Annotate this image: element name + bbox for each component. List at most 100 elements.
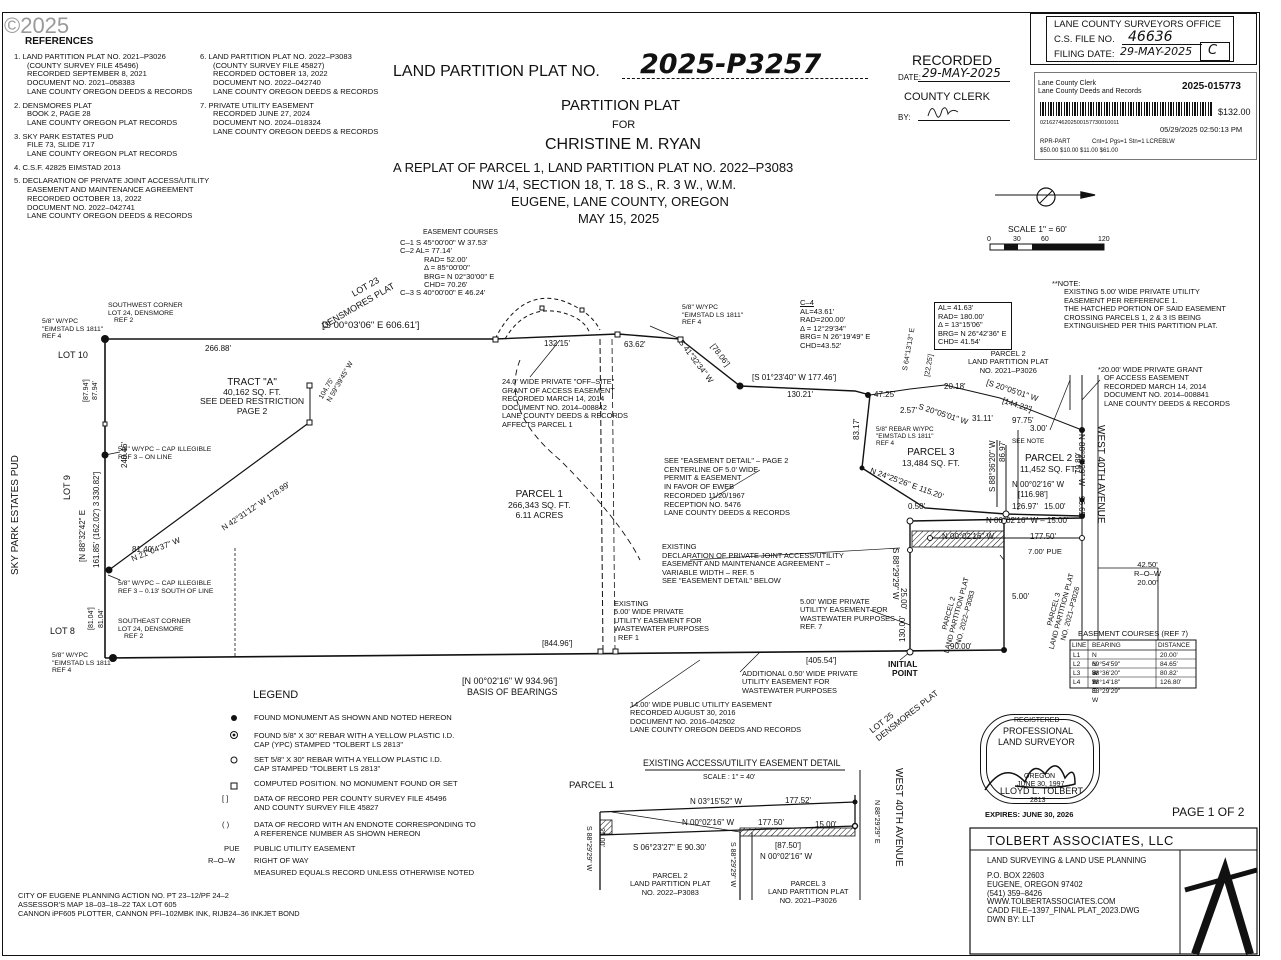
pue-label: 7.00' PUE (1028, 547, 1062, 556)
dim-90: 90.00' (950, 642, 972, 651)
dim-25: 25.00' (899, 588, 908, 610)
firm-subtitle: LAND SURVEYING & LAND USE PLANNING (987, 856, 1147, 865)
sky-park-label: SKY PARK ESTATES PUD (10, 455, 21, 575)
scale-tick-0: 0 (987, 236, 991, 243)
seal-state: OREGON (1024, 773, 1056, 780)
easement-table-heading: EASEMENT COURSES (REF 7) (1078, 629, 1188, 638)
ref-5: 5. DECLARATION OF PRIVATE JOINT ACCESS/U… (14, 176, 210, 221)
dim-top-bearing: [S 00°03'06" E 606.61'] (322, 320, 420, 331)
surveyor-office-box (1030, 13, 1257, 65)
dim-330: 330.82'] (92, 471, 101, 500)
title-line5: NW 1/4, SECTION 18, T. 18 S., R. 3 W., W… (472, 177, 737, 192)
filing-date-label: FILING DATE: (1054, 49, 1115, 60)
dim-300: 3.00' (1030, 424, 1048, 433)
clerk-stamp-doc: 2025-015773 (1182, 81, 1241, 92)
detail-177-50: 177.50' (758, 818, 784, 827)
dim-161: 161.85' (162.02') 3 (92, 501, 101, 568)
recorded-by-label: BY: (898, 113, 911, 122)
dim-47: 47.25' (874, 390, 896, 399)
dim-9665: 96.65' (1077, 496, 1086, 518)
title-line1: PARTITION PLAT (561, 97, 681, 114)
dim-81-b: [81.04'] (88, 607, 95, 630)
ref-6: 6. LAND PARTITION PLAT NO. 2022–P3083(CO… (200, 52, 379, 96)
detail-n03: N 03°15'52" W (690, 797, 743, 806)
easement-courses: C–1 S 45°00'00" W 37.53'C–2 AL= 77.14' R… (400, 238, 495, 298)
seal-name: LLOYD L. TOLBERT (1000, 786, 1084, 796)
filing-letter: C (1208, 43, 1218, 58)
clerk-stamp-fees: $50.00 $10.00 $11.00 $61.00 (1040, 148, 1118, 154)
sheet-border (2, 12, 1260, 956)
lot10-label: LOT 10 (58, 350, 88, 360)
dim-s01: [S 01°23'40" W 177.46'] (752, 373, 837, 382)
recorded-heading: RECORDED (912, 52, 993, 68)
detail-parcel1: PARCEL 1 (569, 780, 614, 791)
surveyor-office-title: LANE COUNTY SURVEYORS OFFICE (1054, 19, 1221, 30)
detail-25: 25.00' (598, 828, 605, 847)
dim-844: [844.96'] (542, 639, 573, 648)
dim-130: 130.21' (787, 390, 813, 399)
seal-professional: PROFESSIONAL (1003, 726, 1074, 736)
title-line3: CHRISTINE M. RYAN (545, 136, 701, 153)
title-line6: EUGENE, LANE COUNTY, OREGON (511, 194, 729, 209)
dim-n00-15: N 00°02'16" W – 15.00' (986, 516, 1069, 525)
detail-title: EXISTING ACCESS/UTILITY EASEMENT DETAIL (643, 758, 841, 768)
footer-notes: CITY OF EUGENE PLANNING ACTION NO. PT 23… (18, 891, 300, 918)
curve2-box (934, 302, 1012, 350)
references-heading: REFERENCES (25, 36, 94, 47)
detail-n00b: N 00°02'16" W (760, 852, 813, 861)
watermark: ©2025 (4, 13, 70, 38)
recorded-by-line (918, 120, 1010, 121)
dim-81-a: 81.40' (132, 545, 154, 554)
ref-4: 4. C.S.F. 42825 EIMSTAD 2013 (14, 162, 121, 172)
detail-87-50: [87.50'] (775, 841, 801, 850)
dim-311: 31.11' (972, 414, 993, 423)
dim-240: 240.46' (120, 442, 129, 468)
filing-letter-box (1200, 42, 1230, 61)
dim-83: 83.17' (852, 418, 861, 440)
title-line2: FOR (612, 119, 636, 131)
easement-table-col-line: LINE (1072, 642, 1087, 649)
legend-item: [ ]DATA OF RECORD PER COUNTY SURVEY FILE… (222, 794, 447, 812)
legend-item: MEASURED EQUALS RECORD UNLESS OTHERWISE … (254, 868, 475, 877)
dim-63: 63.62' (624, 340, 646, 349)
dim-5a: 5.00' (1012, 592, 1030, 601)
barcode (1040, 102, 1212, 116)
seal-land-surveyor: LAND SURVEYOR (998, 737, 1075, 747)
dim-405: [405.54'] (806, 656, 837, 665)
legend-item: ( )DATA OF RECORD WITH AN ENDNOTE CORRES… (222, 820, 476, 838)
dim-257: 2.57' (900, 406, 918, 415)
clerk-stamp-cnt: Cnt=1 Pgs=1 Stn=1 LCREBLW (1092, 139, 1175, 145)
detail-15: 15.00' (815, 820, 837, 829)
surveyor-seal-inner (986, 719, 1094, 799)
page-number: PAGE 1 OF 2 (1172, 805, 1245, 819)
rebar-ypc-label: 5/8" REBAR W/YPC"EIMSTAD LS 1811"REF 4 (876, 426, 934, 448)
dim-n00-177: N 00°02'16" W (942, 532, 995, 541)
clerk-stamp (1034, 72, 1257, 160)
dim-050: 0.50' (908, 502, 926, 511)
dim-s88: S 88°36'20" W (988, 440, 997, 492)
barcode-number: 02162746202500157730010011 (1040, 120, 1120, 126)
dim-116: [116.98'] (1018, 490, 1048, 499)
easement-table-col-distance: DISTANCE (1158, 642, 1190, 649)
dim-130b: 130.00' (898, 616, 907, 642)
detail-west40: WEST 40TH AVENUE (893, 768, 904, 867)
title-line7: MAY 15, 2025 (578, 211, 660, 226)
easement-table-col-bearing: BEARING (1092, 642, 1121, 649)
eimstad-label-1: 5/8" W/YPC"EIMSTAD LS 1811"REF 4 (42, 318, 104, 341)
scale-tick-60: 60 (1041, 236, 1049, 243)
seal-number: 2813 (1030, 797, 1046, 804)
detail-s88: S 88°29'29" W (585, 826, 592, 872)
